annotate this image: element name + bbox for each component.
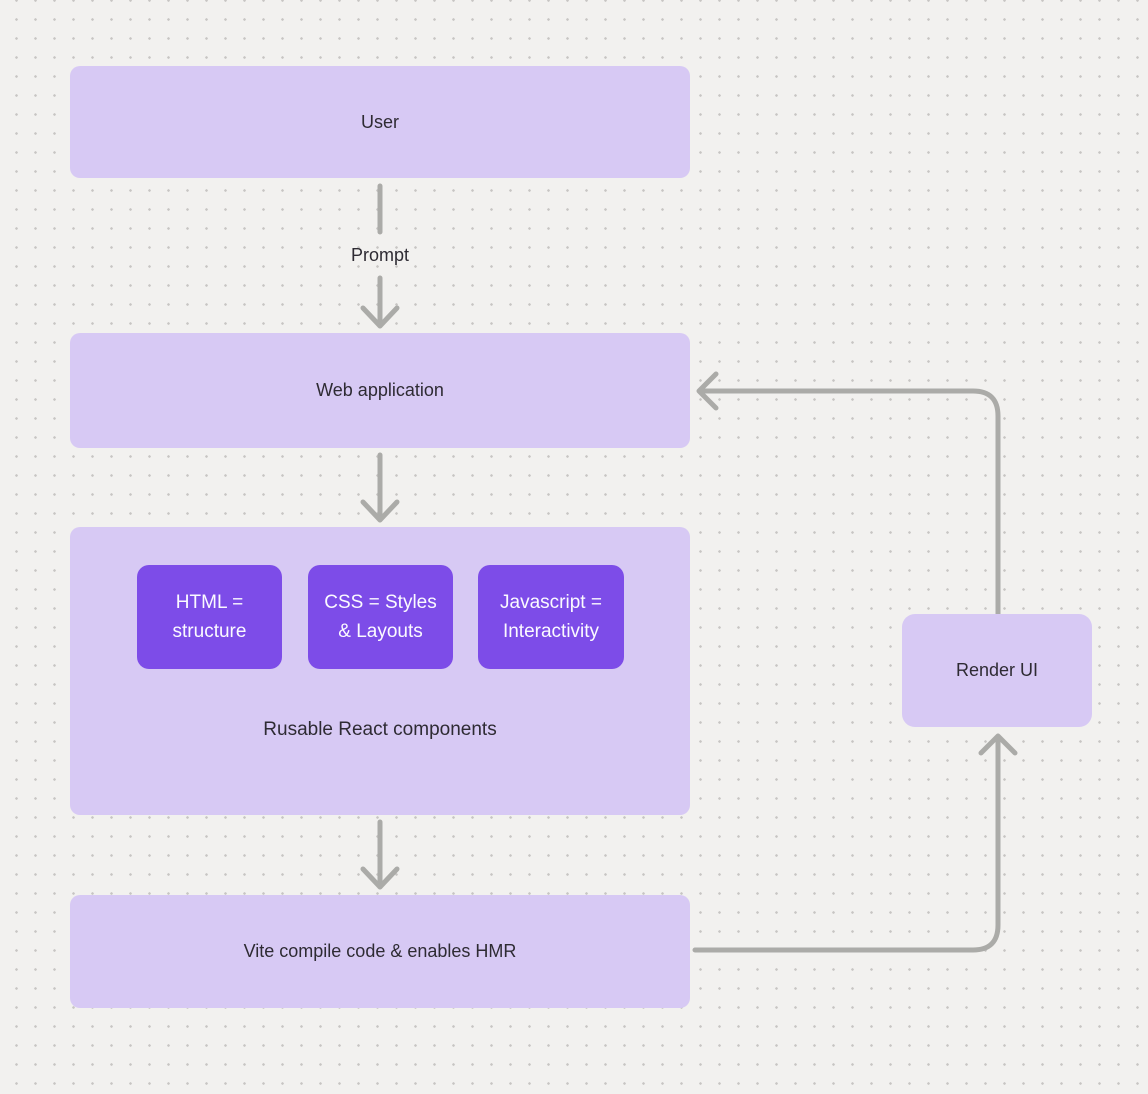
subnode-javascript[interactable]: Javascript = Interactivity [478, 565, 624, 669]
arrow-webapp-to-components [360, 452, 400, 523]
node-web-application[interactable]: Web application [70, 333, 690, 448]
arrow-renderui-to-webapp [696, 371, 1001, 617]
node-web-application-label: Web application [316, 380, 444, 400]
node-render-ui-label: Render UI [955, 660, 1039, 680]
node-vite[interactable]: Vite compile code & enables HMR [70, 895, 690, 1008]
subnode-css-label: CSS = Styles & Layouts [324, 592, 437, 642]
node-vite-label: Vite compile code & enables HMR [243, 941, 517, 961]
subnode-javascript-label: Javascript = Interactivity [500, 592, 602, 642]
edge-label-prompt: Prompt [350, 245, 410, 265]
node-user-label: User [360, 111, 399, 132]
subnode-html[interactable]: HTML = structure [137, 565, 282, 669]
arrowhead-down-icon [360, 499, 400, 523]
arrow-vite-to-renderui [692, 733, 1018, 953]
arrowhead-down-icon [360, 305, 400, 329]
subnode-html-label: HTML = structure [172, 592, 247, 642]
node-render-ui[interactable]: Render UI [902, 614, 1092, 727]
subnode-css[interactable]: CSS = Styles & Layouts [308, 565, 453, 669]
arrow-components-to-vite [360, 819, 400, 890]
group-caption: Rusable React components [263, 719, 497, 740]
node-components-group[interactable]: HTML = structure CSS = Styles & Layouts … [70, 527, 690, 815]
arrowhead-left-icon [696, 371, 719, 411]
node-user[interactable]: User [70, 66, 690, 178]
arrowhead-down-icon [360, 866, 400, 890]
arrow-prompt-to-webapp [360, 275, 400, 329]
arrowhead-up-icon [978, 733, 1018, 756]
